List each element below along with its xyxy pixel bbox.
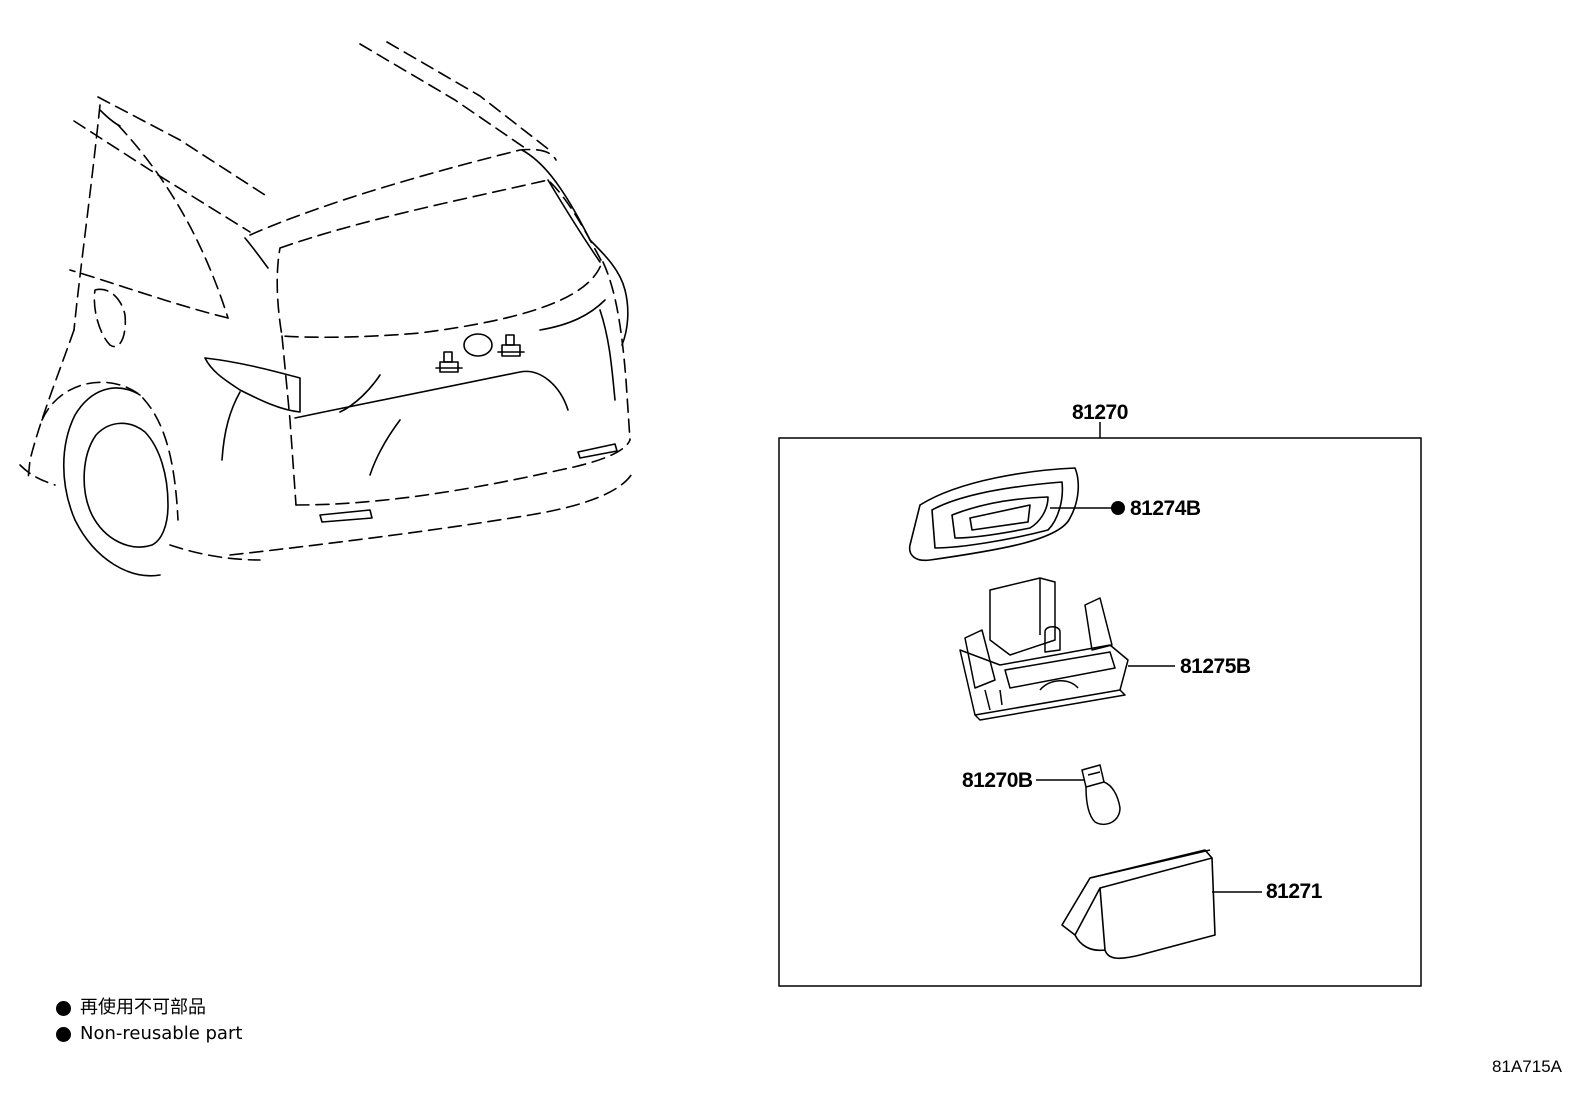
gasket-part (908, 467, 1112, 562)
legend-english: Non-reusable part (56, 1025, 242, 1043)
bulb-part (1036, 764, 1121, 826)
callout-lens-81271: 81271 (1266, 880, 1322, 903)
assembly-frame (778, 437, 1422, 987)
assembly-group (778, 422, 1422, 987)
license-lamp-left-indicator (435, 351, 463, 373)
license-lamp-right-indicator (497, 334, 525, 357)
legend-en-text: Non-reusable part (80, 1023, 243, 1044)
socket-part (959, 577, 1175, 721)
callout-gasket-81274B: 81274B (1130, 497, 1201, 520)
drawing-number: 81A715A (1492, 1057, 1562, 1076)
callout-socket-81275B: 81275B (1180, 655, 1251, 678)
vehicle-rear-illustration (19, 41, 635, 577)
legend-dot-icon (56, 1000, 71, 1016)
non-reusable-marker (1111, 501, 1125, 515)
callout-bulb-81270B: 81270B (962, 769, 1033, 792)
legend-jp-text: 再使用不可部品 (80, 997, 206, 1018)
legend-dot-icon (56, 1026, 71, 1042)
lens-part (1061, 849, 1262, 960)
callout-assembly-81270: 81270 (1072, 401, 1128, 424)
legend-japanese: 再使用不可部品 (56, 999, 206, 1017)
